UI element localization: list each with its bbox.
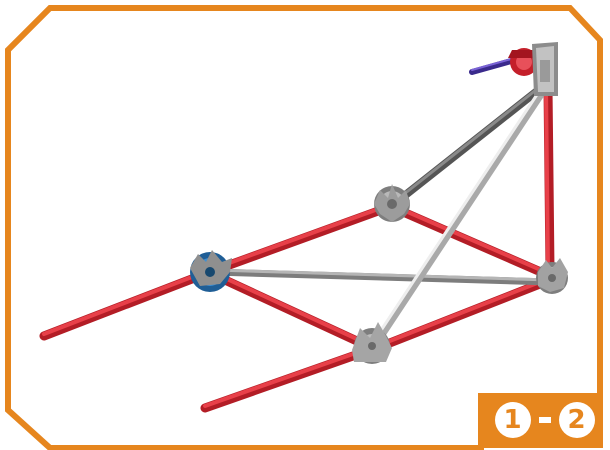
grey-connector-hub — [352, 322, 392, 364]
red-rod-highlight — [208, 202, 394, 272]
red-rod-highlight — [210, 270, 374, 348]
red-rod-highlight — [370, 276, 552, 350]
step-badge: 1 - 2 — [481, 392, 608, 448]
light-rod-highlight — [370, 82, 546, 346]
grey-connector-hub — [536, 258, 568, 294]
red-connector — [508, 48, 540, 76]
step-start-number: 1 — [494, 402, 531, 438]
step-separator: - — [538, 417, 551, 423]
red-rod-highlight — [544, 86, 550, 272]
red-rod-highlight — [42, 268, 212, 336]
grey-rod — [210, 268, 554, 286]
blue-connector-hub — [190, 250, 232, 292]
grey-rod-highlight — [212, 268, 552, 282]
grey-rod-highlight — [392, 80, 548, 204]
red-rod-highlight — [203, 346, 372, 408]
step-end-number: 2 — [558, 402, 595, 438]
grey-rod — [390, 80, 550, 208]
panel-border — [5, 5, 603, 450]
model-illustration — [39, 42, 568, 413]
grey-connector-hub — [374, 184, 410, 222]
grey-connector — [532, 42, 558, 96]
red-rod-highlight — [392, 204, 552, 276]
light-rod — [370, 82, 550, 350]
